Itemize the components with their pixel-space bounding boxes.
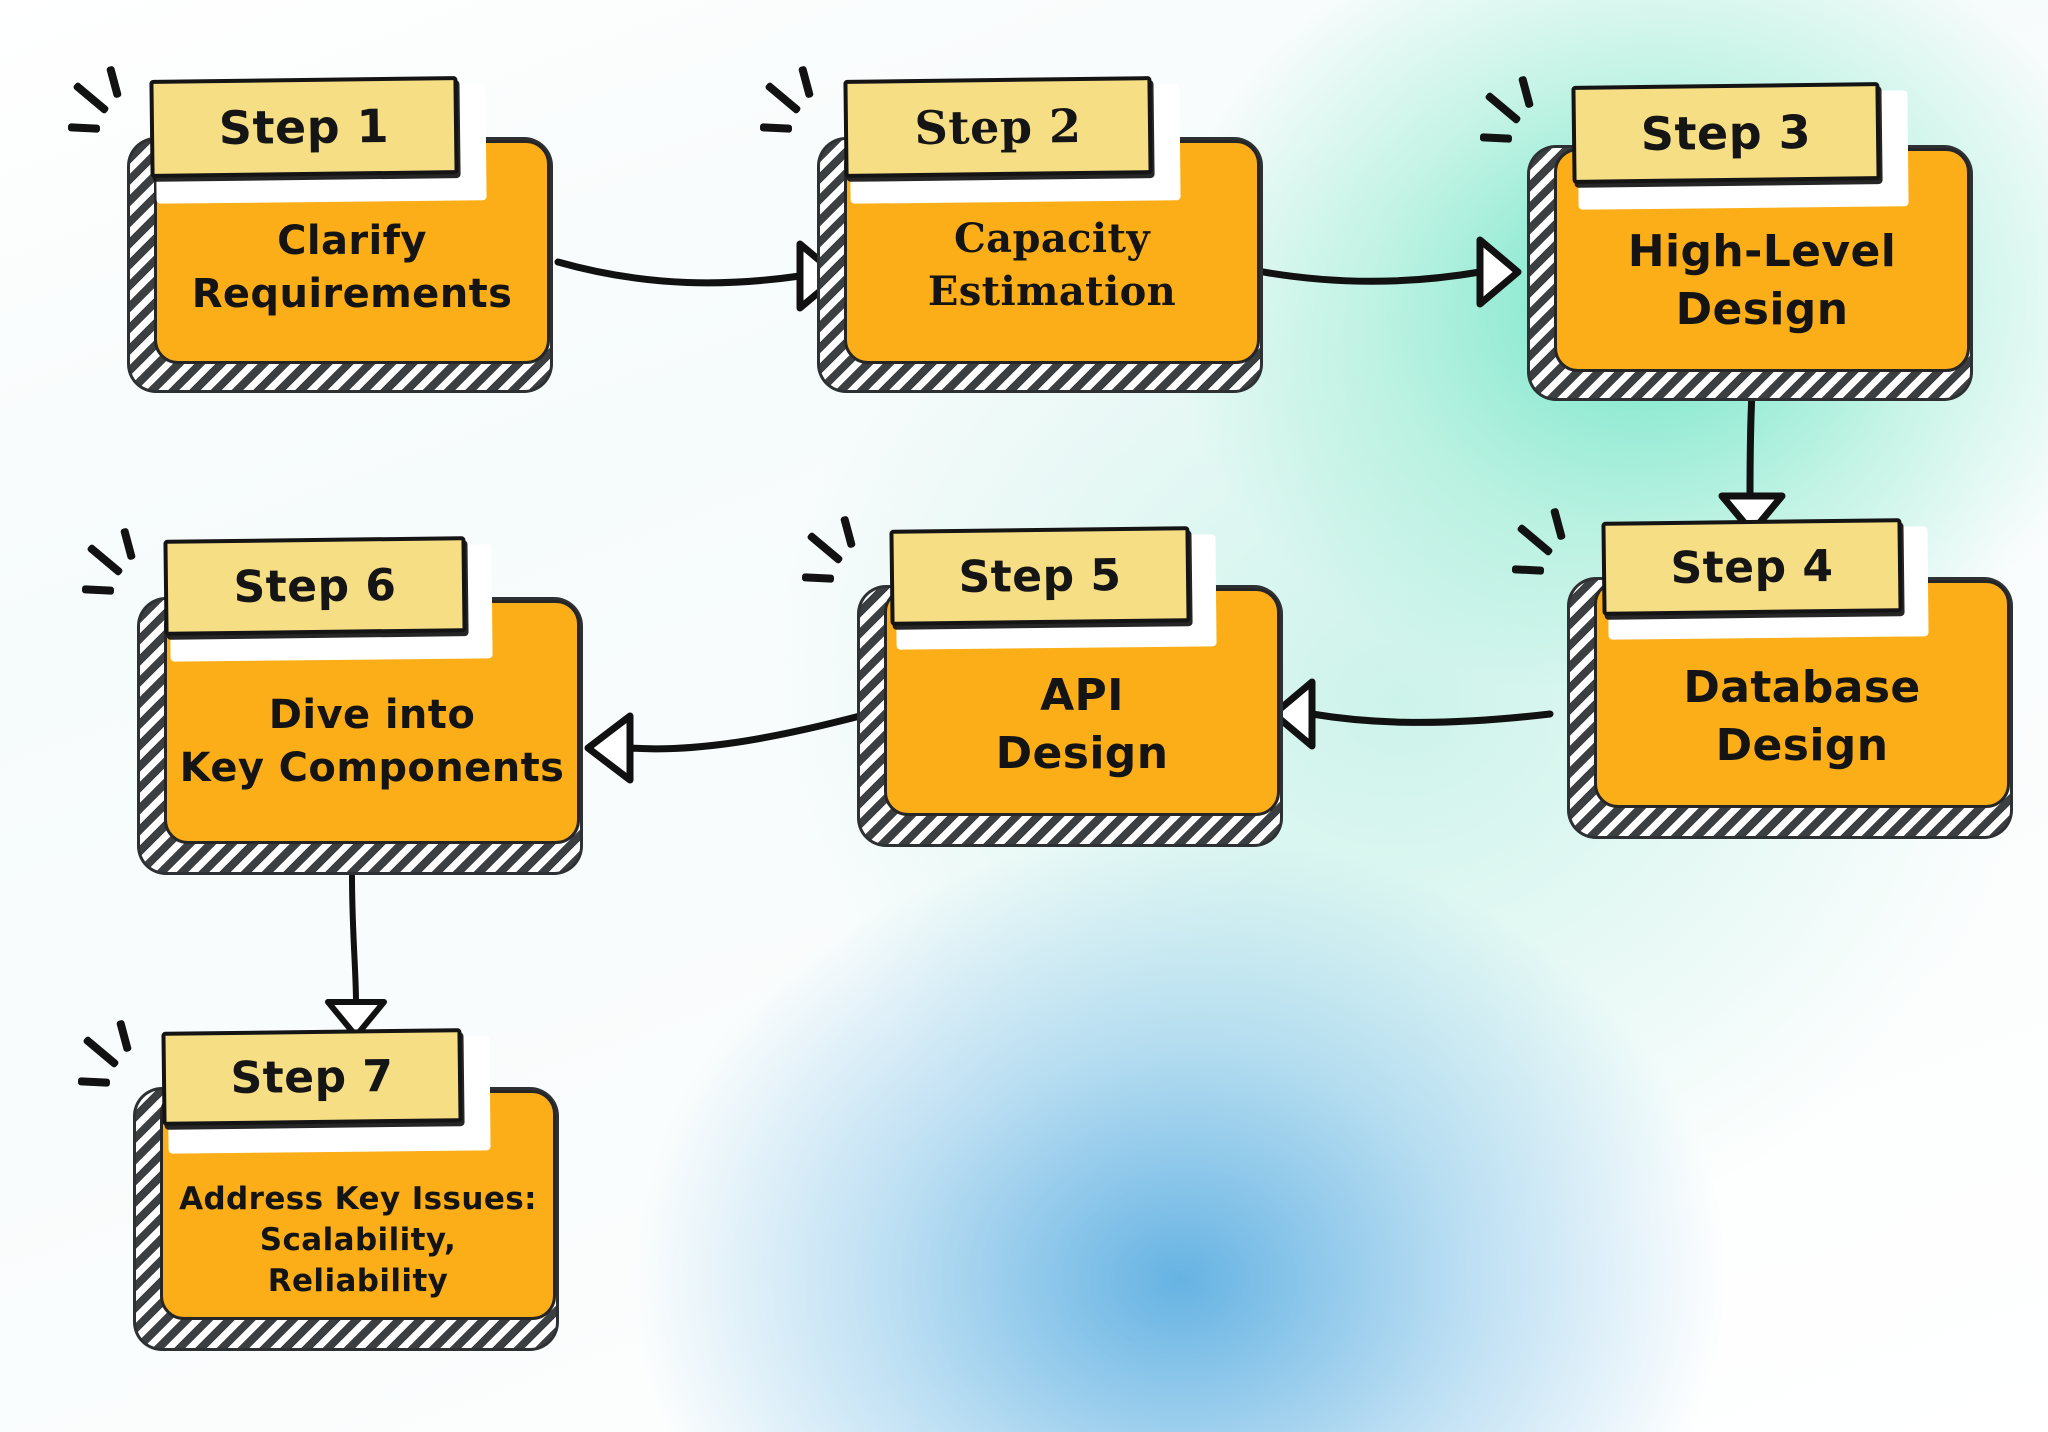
step-tab-label: Step 5 (958, 549, 1122, 603)
sparkle-icon (1511, 507, 1586, 588)
step-tab-step5[interactable]: Step 5 (889, 526, 1191, 626)
body-line: Requirements (191, 270, 513, 317)
body-line: High-Level (1627, 226, 1897, 277)
body-line: Design (995, 728, 1169, 780)
step-tab-label: Step 1 (218, 98, 390, 156)
body-line: Key Components (179, 744, 565, 791)
node-step7[interactable]: Address Key Issues: Scalability, Reliabi… (77, 1019, 556, 1348)
step-tab-step1[interactable]: Step 1 (149, 76, 459, 178)
step-tab-label: Step 4 (1670, 540, 1834, 594)
arrow-step1-step2 (554, 240, 842, 312)
body-line: Design (1715, 720, 1889, 772)
sparkle-icon (77, 1019, 152, 1100)
step-tab-step3[interactable]: Step 3 (1571, 82, 1881, 184)
step-tab-label: Step 3 (1640, 104, 1812, 162)
sparkle-icon (1479, 75, 1554, 156)
body-line: Address Key Issues: (179, 1181, 537, 1217)
body-line: Scalability, Reliability (259, 1221, 457, 1299)
node-body-text: Clarify Requirements (157, 215, 547, 321)
body-line: Capacity (953, 215, 1151, 262)
arrow-step5-step6 (584, 712, 864, 784)
step-tab-label: Step 7 (230, 1050, 394, 1104)
arrow-step6-step7 (325, 873, 387, 1039)
arrow-step2-step3 (1238, 236, 1522, 308)
arrow-step3-step4 (1718, 388, 1786, 536)
node-step4[interactable]: Database Design Step 4 (1511, 507, 2010, 836)
body-line: Estimation (927, 267, 1177, 315)
step-tab-step7[interactable]: Step 7 (161, 1028, 463, 1126)
sparkle-icon (801, 515, 876, 596)
node-body-text: Database Design (1597, 659, 2007, 775)
body-line: Dive into (268, 692, 476, 738)
sparkle-icon (759, 65, 834, 146)
sparkle-icon (67, 65, 142, 146)
body-line: Database (1683, 662, 1921, 713)
node-step6[interactable]: Dive into Key Components Step 6 (81, 527, 580, 872)
step-tab-step4[interactable]: Step 4 (1601, 518, 1903, 616)
body-line: Design (1675, 284, 1849, 336)
sparkle-icon (81, 527, 156, 608)
body-line: Clarify (277, 218, 427, 264)
arrow-step4-step5 (1270, 678, 1554, 750)
node-body-text: High-Level Design (1557, 223, 1967, 339)
node-step2[interactable]: Capacity Estimation Step 2 (759, 65, 1260, 390)
body-line: API (1040, 670, 1124, 721)
node-body-text: Dive into Key Components (167, 689, 577, 795)
node-body-text: Capacity Estimation (847, 213, 1257, 319)
step-tab-step2[interactable]: Step 2 (843, 76, 1153, 178)
node-step3[interactable]: High-Level Design Step 3 (1479, 75, 1970, 398)
node-body-text: API Design (887, 667, 1277, 783)
box-body: Capacity Estimation (844, 140, 1260, 364)
node-body-text: Address Key Issues: Scalability, Reliabi… (163, 1179, 553, 1302)
step-tab-label: Step 6 (233, 559, 397, 613)
step-tab-step6[interactable]: Step 6 (163, 536, 467, 636)
step-tab-label: Step 2 (914, 98, 1082, 156)
node-step5[interactable]: API Design Step 5 (801, 515, 1280, 844)
node-step1[interactable]: Clarify Requirements Step 1 (67, 65, 550, 390)
